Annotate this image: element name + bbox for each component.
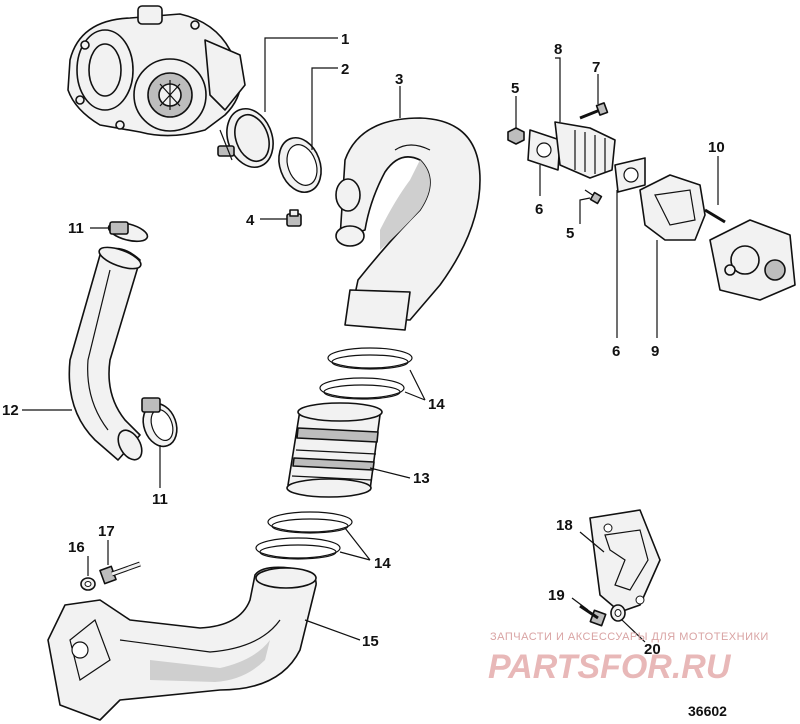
callout-13: 13 <box>413 470 430 487</box>
bolt-19 <box>579 604 607 627</box>
gasket-ring <box>278 137 322 193</box>
callout-2: 2 <box>341 61 349 78</box>
exhaust-pipe <box>47 566 317 721</box>
callout-18: 18 <box>556 517 573 534</box>
hose-clamp-bottom <box>141 397 178 448</box>
leader-lines <box>22 37 719 643</box>
callout-10: 10 <box>708 139 725 156</box>
exhaust-coupler <box>286 402 383 498</box>
callout-9: 9 <box>651 343 659 360</box>
callout-14-upper: 14 <box>428 396 445 413</box>
callout-20: 20 <box>644 641 661 658</box>
callout-1: 1 <box>341 31 349 48</box>
callout-11-top: 11 <box>68 220 84 237</box>
v-band-clamp <box>217 108 274 168</box>
water-hose <box>68 246 143 461</box>
callout-17: 17 <box>98 523 115 540</box>
exhaust-elbow <box>335 117 481 331</box>
turbocharger <box>67 5 246 137</box>
bolt-17 <box>99 561 141 585</box>
o-rings-upper <box>319 347 413 400</box>
washer-20 <box>610 604 626 622</box>
o-rings-lower <box>255 511 353 560</box>
callout-15: 15 <box>362 633 379 650</box>
callout-4: 4 <box>246 212 255 229</box>
diagram-code: 36602 <box>688 703 727 719</box>
watermark: ЗАПЧАСТИ И АКСЕССУАРЫ ДЛЯ МОТОТЕХНИКИ PA… <box>488 631 769 686</box>
drain-plug <box>286 209 302 227</box>
watermark-tagline: ЗАПЧАСТИ И АКСЕССУАРЫ ДЛЯ МОТОТЕХНИКИ <box>490 631 769 643</box>
wastegate-assembly <box>507 102 796 301</box>
callout-7: 7 <box>592 59 600 76</box>
callout-6-right: 6 <box>612 343 620 360</box>
mounting-bracket <box>589 509 661 613</box>
watermark-brand: PARTSFOR.RU <box>488 648 732 686</box>
callout-16: 16 <box>68 539 85 556</box>
washer-16 <box>80 577 96 591</box>
callout-19: 19 <box>548 587 565 604</box>
callout-6-left: 6 <box>535 201 543 218</box>
hose-clamp-top <box>107 221 149 243</box>
callout-11-bottom: 11 <box>152 491 168 508</box>
callout-5-top: 5 <box>511 80 519 97</box>
callout-3: 3 <box>395 71 403 88</box>
callout-12: 12 <box>2 402 19 419</box>
callout-5-bottom: 5 <box>566 225 574 242</box>
callout-14-lower: 14 <box>374 555 391 572</box>
callout-8: 8 <box>554 41 562 58</box>
callout-labels: 1 2 3 4 5 5 6 6 7 8 9 10 11 11 12 13 14 … <box>2 31 725 658</box>
